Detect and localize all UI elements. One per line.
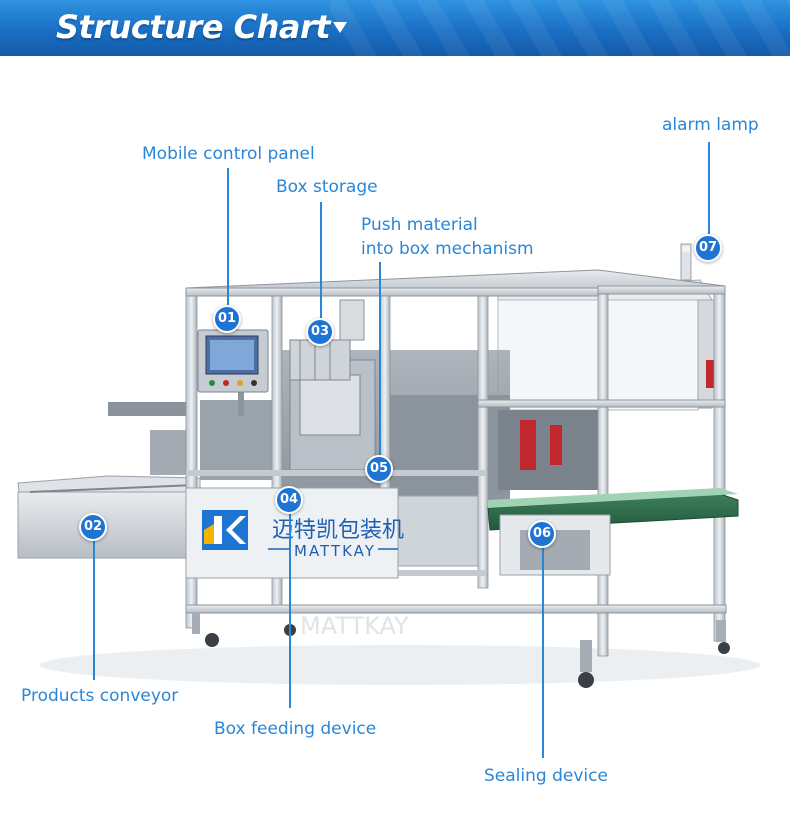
leader-line-03 — [320, 202, 322, 318]
label-mobile-control-panel: Mobile control panel — [142, 144, 315, 164]
badge-03: 03 — [306, 318, 334, 346]
machine-illustration: 迈特凯包装机 MATTKAY MATTKAY — [0, 56, 790, 829]
label-push-material-line2: into box mechanism — [361, 239, 534, 259]
products-conveyor-shape — [18, 402, 200, 558]
page-title: Structure Chart — [56, 8, 330, 46]
leader-line-04 — [289, 514, 291, 708]
leader-line-05 — [379, 262, 381, 456]
brand-name-cn: 迈特凯包装机 — [272, 518, 404, 543]
label-products-conveyor: Products conveyor — [21, 686, 178, 706]
alarm-lamp-shape — [681, 244, 691, 280]
leader-line-02 — [93, 540, 95, 680]
leader-line-06 — [542, 548, 544, 758]
sealing-conveyor-shape — [488, 488, 738, 575]
label-box-feeding-device: Box feeding device — [214, 719, 376, 739]
badge-04: 04 — [275, 486, 303, 514]
header-banner: Structure Chart — [0, 0, 790, 56]
label-alarm-lamp: alarm lamp — [662, 115, 759, 135]
brand-logo — [202, 510, 248, 550]
badge-06: 06 — [528, 520, 556, 548]
leader-line-07 — [708, 142, 710, 234]
chevron-down-icon — [333, 22, 347, 33]
leader-line-01 — [227, 168, 229, 308]
badge-01: 01 — [213, 305, 241, 333]
watermark-text: MATTKAY — [300, 612, 409, 640]
brand-name-en: MATTKAY — [294, 542, 376, 560]
badge-05: 05 — [365, 455, 393, 483]
badge-02: 02 — [79, 513, 107, 541]
label-box-storage: Box storage — [276, 177, 378, 197]
label-sealing-device: Sealing device — [484, 766, 608, 786]
badge-07: 07 — [694, 234, 722, 262]
label-push-material-line1: Push material — [361, 215, 478, 235]
